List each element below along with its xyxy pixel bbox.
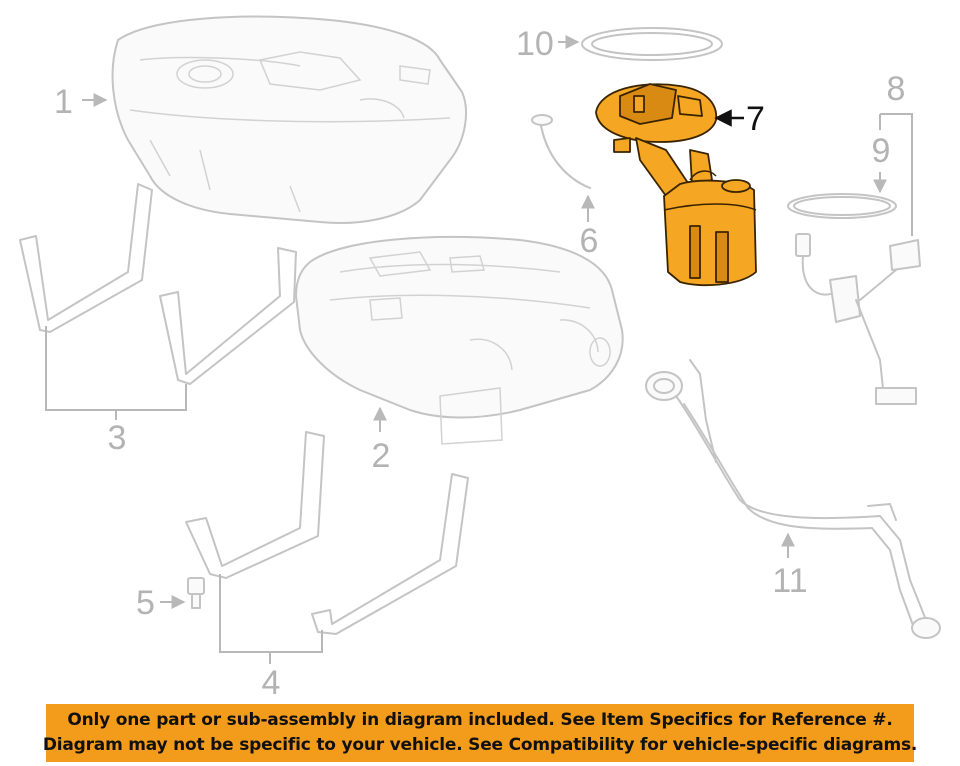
callout-8: 8: [887, 70, 906, 108]
mounting-bolt: [187, 577, 205, 609]
parts-diagram: 1 2 3 4 5 6 7 8 9 10 11: [19, 15, 941, 700]
callout-4: 4: [262, 664, 281, 700]
fuel-pump-module: [595, 83, 757, 287]
notice-banner: Only one part or sub-assembly in diagram…: [42, 704, 918, 762]
callout-11: 11: [772, 562, 807, 600]
lock-ring: [581, 27, 723, 61]
leader-lines: [45, 35, 913, 664]
callout-10: 10: [516, 25, 554, 63]
callout-7: 7: [746, 100, 765, 138]
callout-5: 5: [136, 584, 155, 622]
notice-line-2: Diagram may not be specific to your vehi…: [42, 735, 918, 755]
callout-labels: 1 2 3 4 5 6 7 8 9 10 11: [54, 25, 905, 700]
callout-1: 1: [54, 83, 73, 121]
o-ring: [787, 193, 897, 219]
tank-straps-lower: [185, 431, 469, 635]
filler-tube: [645, 359, 941, 639]
fuel-level-sensor: [795, 233, 921, 405]
vent-hose: [531, 114, 591, 189]
callout-3: 3: [108, 419, 127, 457]
callout-2: 2: [372, 437, 391, 475]
callout-6: 6: [580, 222, 599, 260]
callout-9: 9: [872, 132, 891, 170]
fuel-tank-upper: [111, 15, 467, 225]
fuel-tank-lower: [295, 235, 624, 445]
notice-line-1: Only one part or sub-assembly in diagram…: [67, 710, 893, 730]
